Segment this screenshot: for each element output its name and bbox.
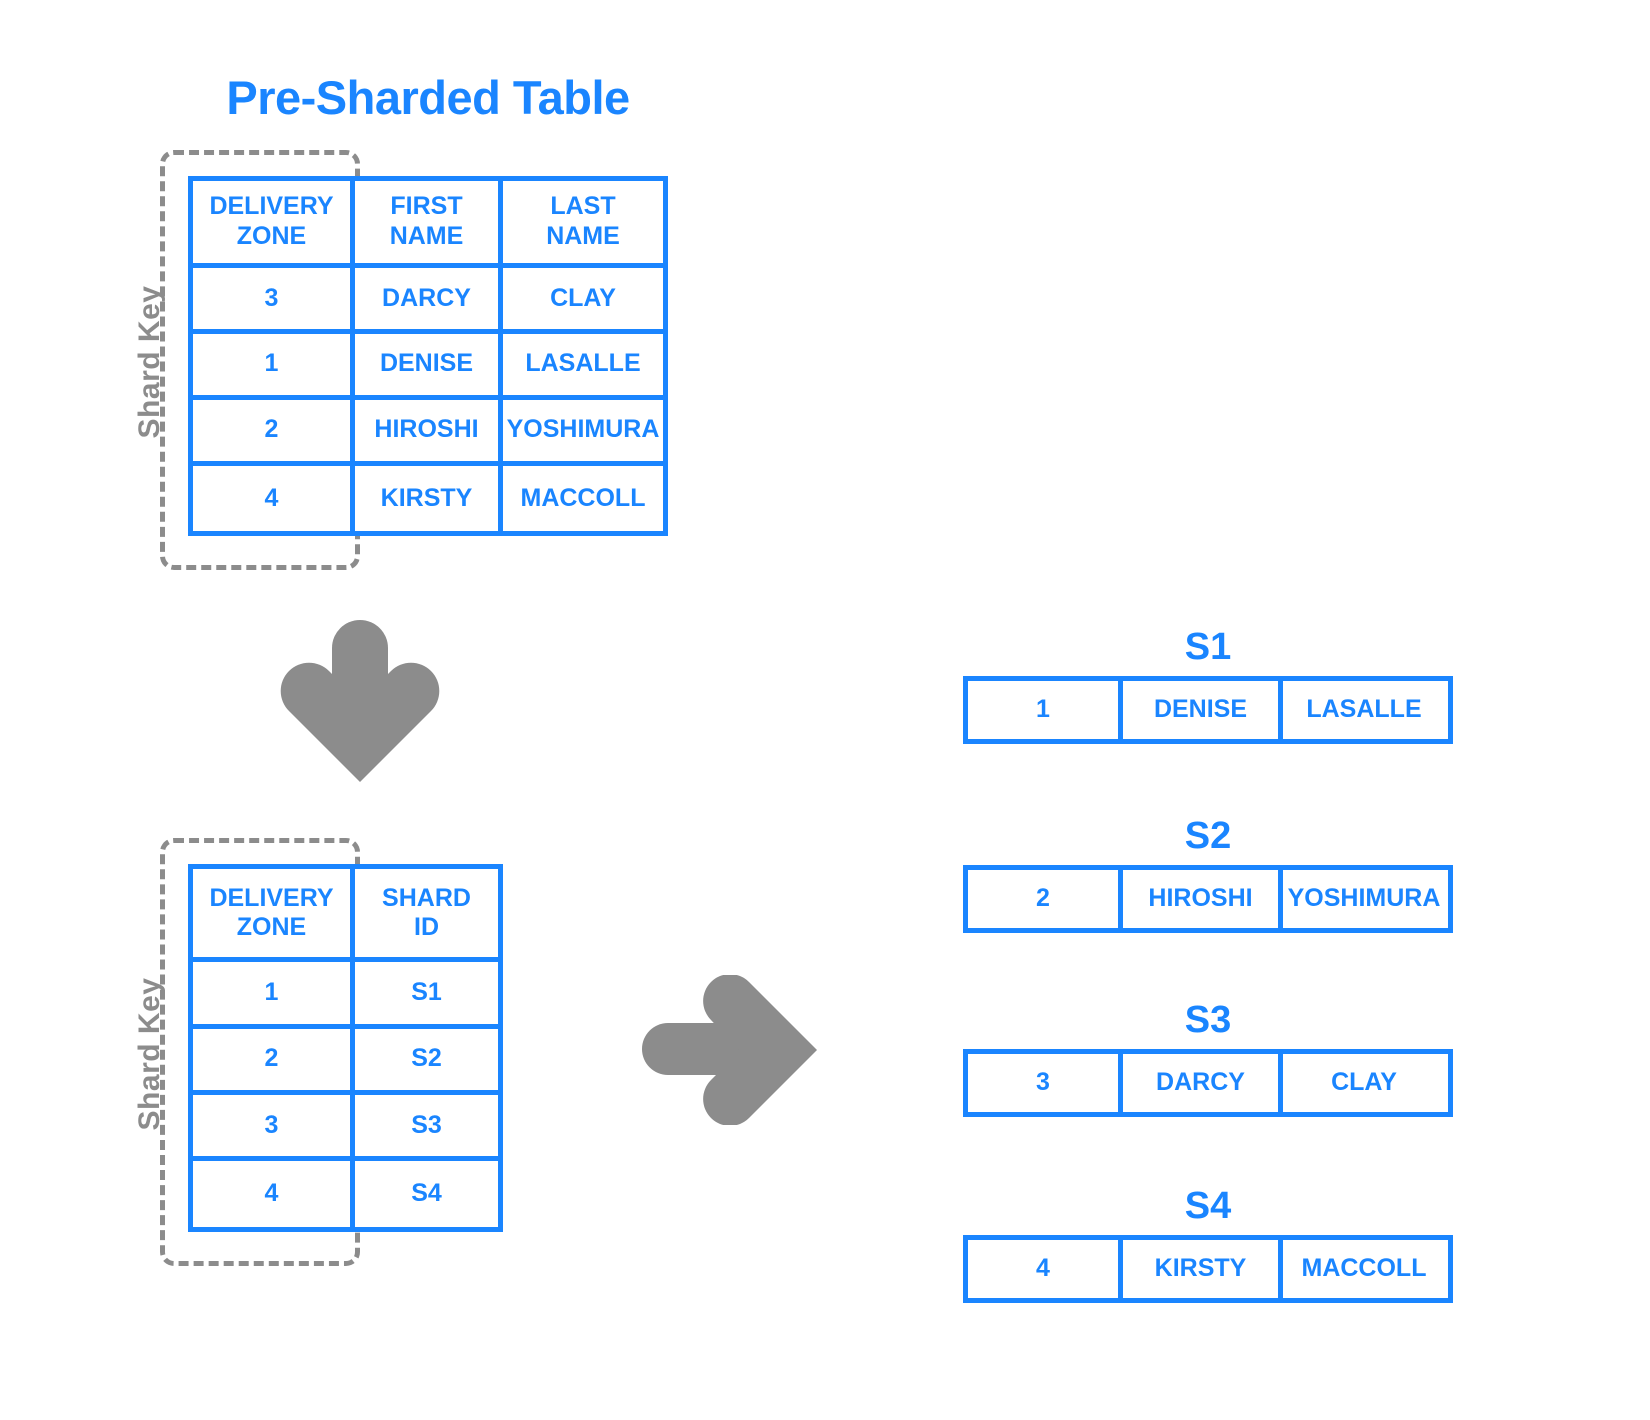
shard-block-s4: S4 4 KIRSTY MACCOLL [963, 1187, 1453, 1303]
shard-block-s2: S2 2 HIROSHI YOSHIMURA [963, 817, 1453, 933]
cell-first-name: DARCY [1123, 1054, 1283, 1112]
page-title: Pre-Sharded Table [226, 71, 630, 124]
cell-last-name: CLAY [1331, 1068, 1397, 1097]
table-row: 2 HIROSHI YOSHIMURA [193, 399, 663, 466]
cell-delivery-zone: 4 [193, 1160, 355, 1227]
shard-key-label-bottom: Shard Key [133, 977, 166, 1131]
cell-delivery-zone: 1 [193, 962, 355, 1024]
cell-last-name: CLAY [550, 283, 616, 312]
table-row: 3 S3 [193, 1094, 498, 1161]
table-row: 1 S1 [193, 962, 498, 1029]
shard-row-table: 4 KIRSTY MACCOLL [963, 1235, 1453, 1303]
cell-delivery-zone: 3 [968, 1054, 1123, 1112]
cell-first-name: KIRSTY [355, 465, 503, 531]
cell-first-name: HIROSHI [355, 399, 503, 461]
table-row: 4 KIRSTY MACCOLL [193, 465, 663, 531]
cell-delivery-zone: 4 [968, 1240, 1123, 1298]
cell-delivery-zone: 3 [193, 267, 355, 329]
table-row: 2 S2 [193, 1028, 498, 1095]
cell-delivery-zone: 1 [193, 333, 355, 395]
cell-shard-id: S2 [411, 1044, 442, 1073]
arrow-down-icon [270, 614, 450, 794]
arrow-right-icon [640, 974, 825, 1126]
cell-shard-id: S4 [411, 1179, 442, 1208]
shard-title: S3 [1184, 999, 1232, 1041]
shard-row-table: 1 DENISE LASALLE [963, 676, 1453, 744]
cell-delivery-zone: 4 [193, 465, 355, 531]
cell-first-name: HIROSHI [1123, 870, 1283, 928]
shard-title: S1 [1184, 626, 1232, 668]
table-row: 1 DENISE LASALLE [193, 333, 663, 400]
cell-first-name: DENISE [355, 333, 503, 395]
table-row: 3 DARCY CLAY [193, 267, 663, 334]
shard-row-table: 2 HIROSHI YOSHIMURA [963, 865, 1453, 933]
shard-row-table: 3 DARCY CLAY [963, 1049, 1453, 1117]
cell-delivery-zone: 2 [968, 870, 1123, 928]
cell-first-name: DARCY [355, 267, 503, 329]
shard-key-label-top: Shard Key [133, 285, 166, 439]
cell-last-name: MACCOLL [520, 483, 646, 512]
presharded-table: DELIVERY ZONE FIRST NAME LAST NAME 3 DAR… [188, 176, 668, 536]
table-header-row: DELIVERY ZONE SHARD ID [193, 869, 498, 963]
cell-delivery-zone: 2 [193, 399, 355, 461]
column-header-delivery-zone: DELIVERY ZONE [193, 869, 355, 958]
cell-delivery-zone: 2 [193, 1028, 355, 1090]
cell-delivery-zone: 1 [968, 681, 1123, 739]
cell-delivery-zone: 3 [193, 1094, 355, 1156]
cell-first-name: KIRSTY [1123, 1240, 1283, 1298]
shard-title: S4 [1184, 1185, 1232, 1227]
cell-last-name: LASALLE [525, 349, 641, 378]
cell-shard-id: S1 [411, 978, 442, 1007]
shard-block-s3: S3 3 DARCY CLAY [963, 1001, 1453, 1117]
cell-first-name: DENISE [1123, 681, 1283, 739]
column-header-last-name: LAST NAME [546, 192, 620, 250]
cell-last-name: LASALLE [1306, 695, 1422, 724]
shard-title: S2 [1184, 815, 1232, 857]
shard-map-table: DELIVERY ZONE SHARD ID 1 S1 2 S2 3 S3 4 … [188, 864, 503, 1232]
cell-last-name: MACCOLL [1301, 1254, 1427, 1283]
column-header-first-name: FIRST NAME [355, 181, 503, 263]
table-header-row: DELIVERY ZONE FIRST NAME LAST NAME [193, 181, 663, 268]
shard-block-s1: S1 1 DENISE LASALLE [963, 628, 1453, 744]
column-header-delivery-zone: DELIVERY ZONE [193, 181, 355, 263]
table-row: 4 S4 [193, 1160, 498, 1227]
cell-last-name: YOSHIMURA [506, 415, 660, 444]
cell-shard-id: S3 [411, 1110, 442, 1139]
cell-last-name: YOSHIMURA [1287, 884, 1441, 913]
column-header-shard-id: SHARD ID [382, 883, 471, 942]
